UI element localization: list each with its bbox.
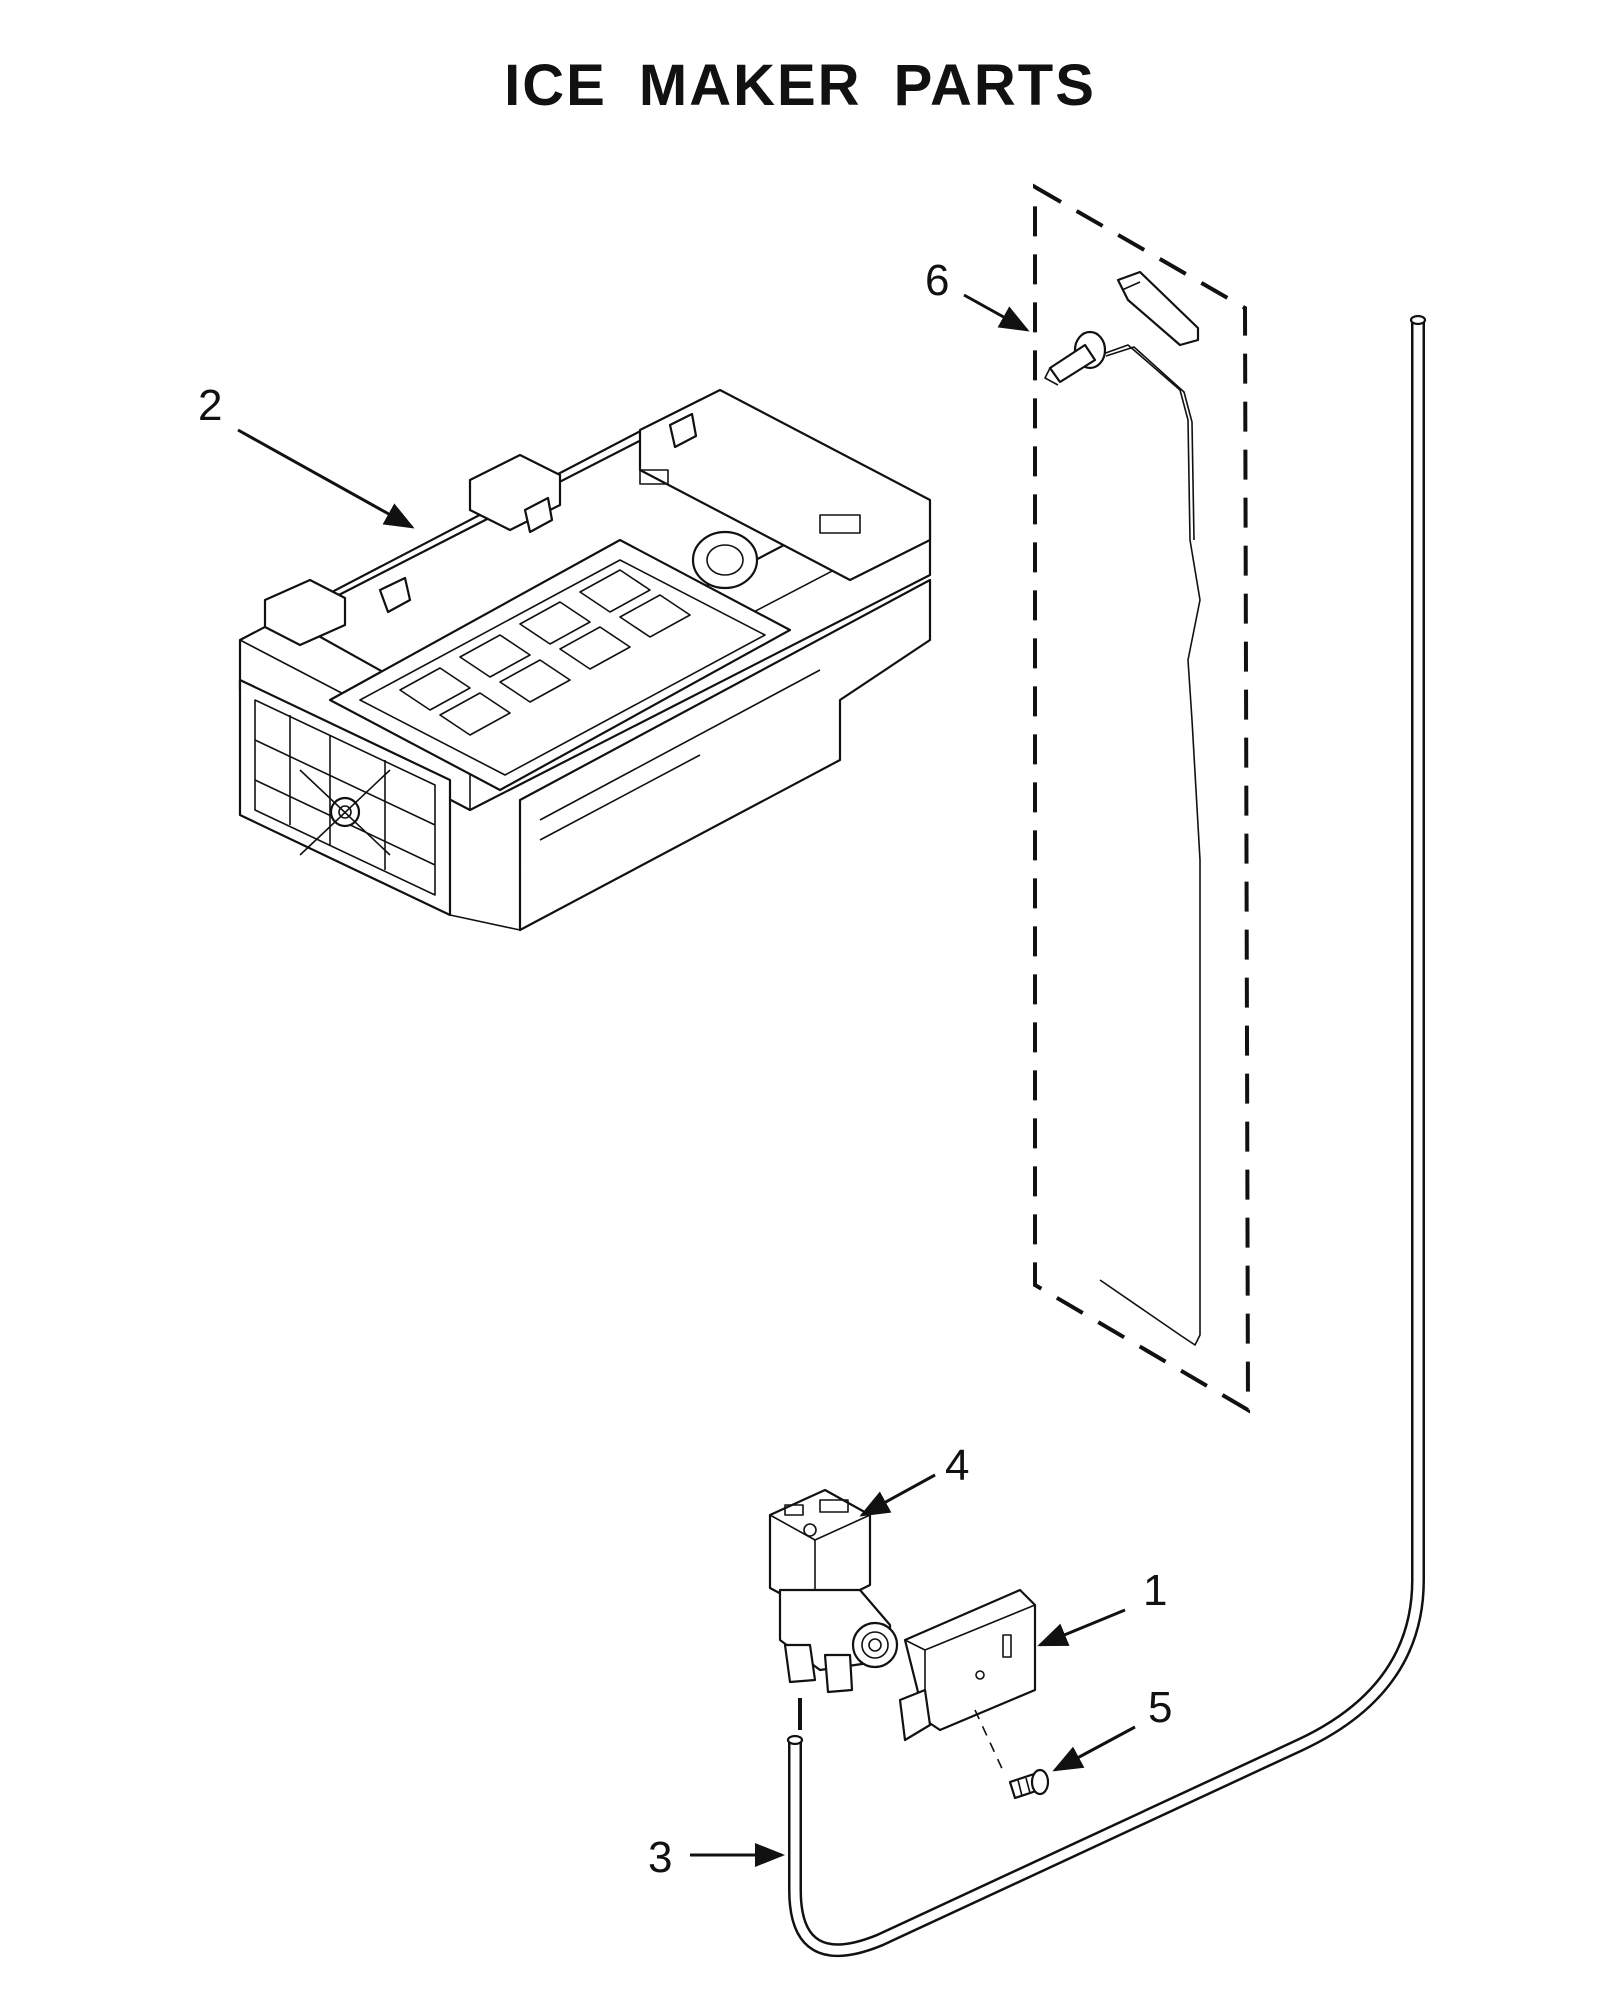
mounting-screw[interactable] [974, 1709, 1050, 1800]
water-valve[interactable] [768, 1488, 899, 1694]
callout-6: 6 [925, 256, 949, 305]
callout-5: 5 [1148, 1683, 1172, 1732]
leader-line-1 [1037, 1608, 1126, 1647]
ice-maker-assembly[interactable] [238, 388, 932, 932]
callout-4: 4 [945, 1441, 969, 1490]
valve-mounting-bracket[interactable] [898, 1588, 1037, 1742]
leader-line-2 [237, 428, 415, 529]
leader-line-6 [963, 293, 1030, 332]
leader-line-4 [859, 1473, 936, 1517]
callout-1: 1 [1143, 1566, 1167, 1615]
water-tube[interactable] [786, 314, 1427, 1958]
diagram-title: ICE MAKER PARTS [504, 53, 1096, 118]
callout-2: 2 [198, 381, 222, 430]
callout-3: 3 [648, 1833, 672, 1882]
feeler-arm-dashed-group[interactable] [1033, 183, 1251, 1414]
leader-line-5 [1052, 1725, 1136, 1772]
